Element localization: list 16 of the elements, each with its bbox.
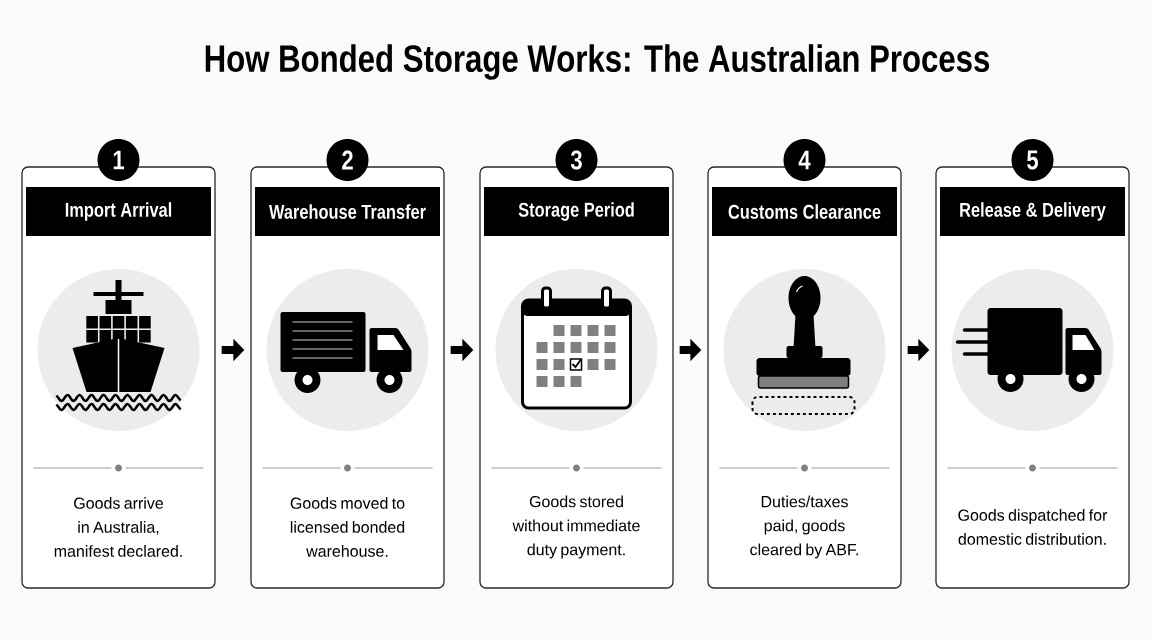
- title: How Bonded Storage Works: The Australian Process: [205, 44, 990, 80]
- step-description: Goods arrive in Australia, manifest declared.: [54, 497, 182, 557]
- number-badge: 5: [1011, 139, 1054, 181]
- step-header: Warehouse Transfer: [255, 187, 440, 236]
- step-description: Duties/taxes paid, goods cleared by ABF.: [750, 495, 858, 559]
- step-header: Import Arrival: [26, 187, 211, 236]
- step-description: Goods stored without immediate duty payment.: [512, 495, 640, 559]
- number-badge: 4: [783, 139, 826, 181]
- number-badge: 2: [326, 139, 369, 181]
- number-badge: 1: [97, 139, 140, 181]
- number-badge: 3: [555, 139, 598, 181]
- step-description: Goods dispatched for domestic distribution.: [958, 509, 1108, 545]
- step-header: Customs Clearance: [712, 187, 897, 236]
- step-description: Goods moved to licensed bonded warehouse.: [290, 497, 405, 557]
- step-header: Release & Delivery: [940, 187, 1125, 236]
- step-header: Storage Period: [484, 187, 669, 236]
